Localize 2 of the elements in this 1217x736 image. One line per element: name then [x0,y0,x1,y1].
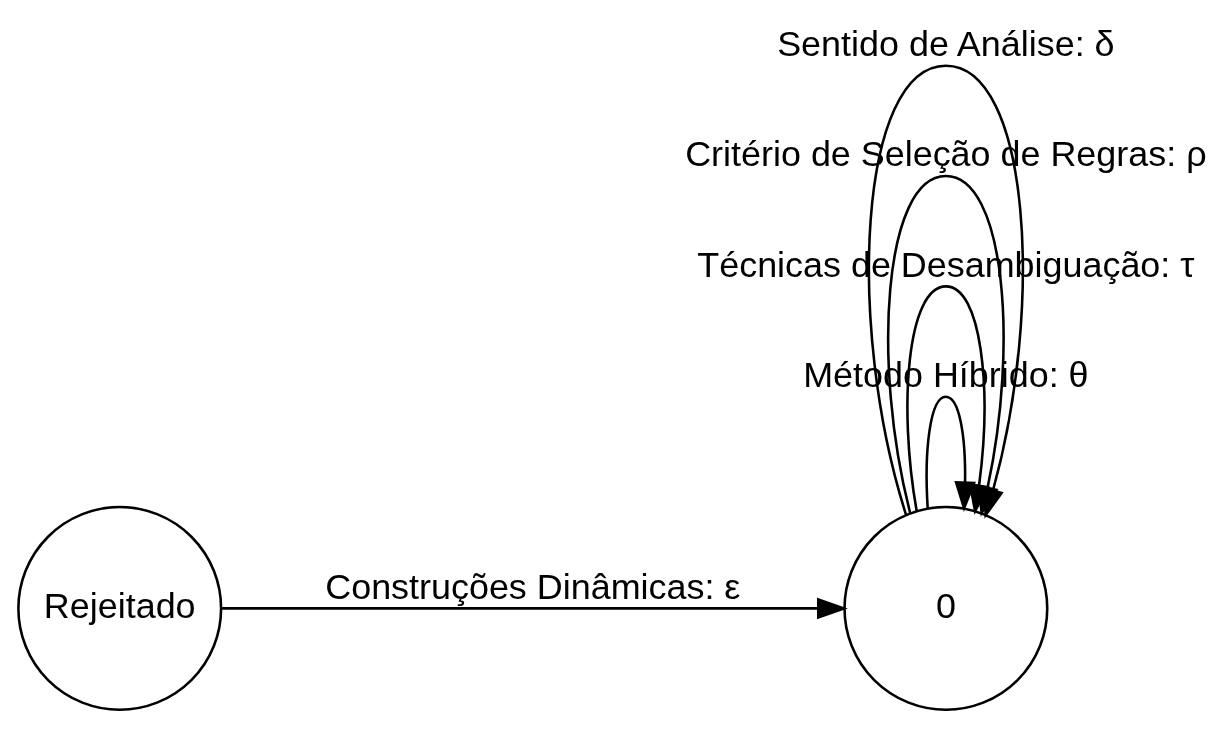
edge-label: Sentido de Análise: δ [777,22,1115,64]
edge-label: Construções Dinâmicas: ε [325,565,741,607]
